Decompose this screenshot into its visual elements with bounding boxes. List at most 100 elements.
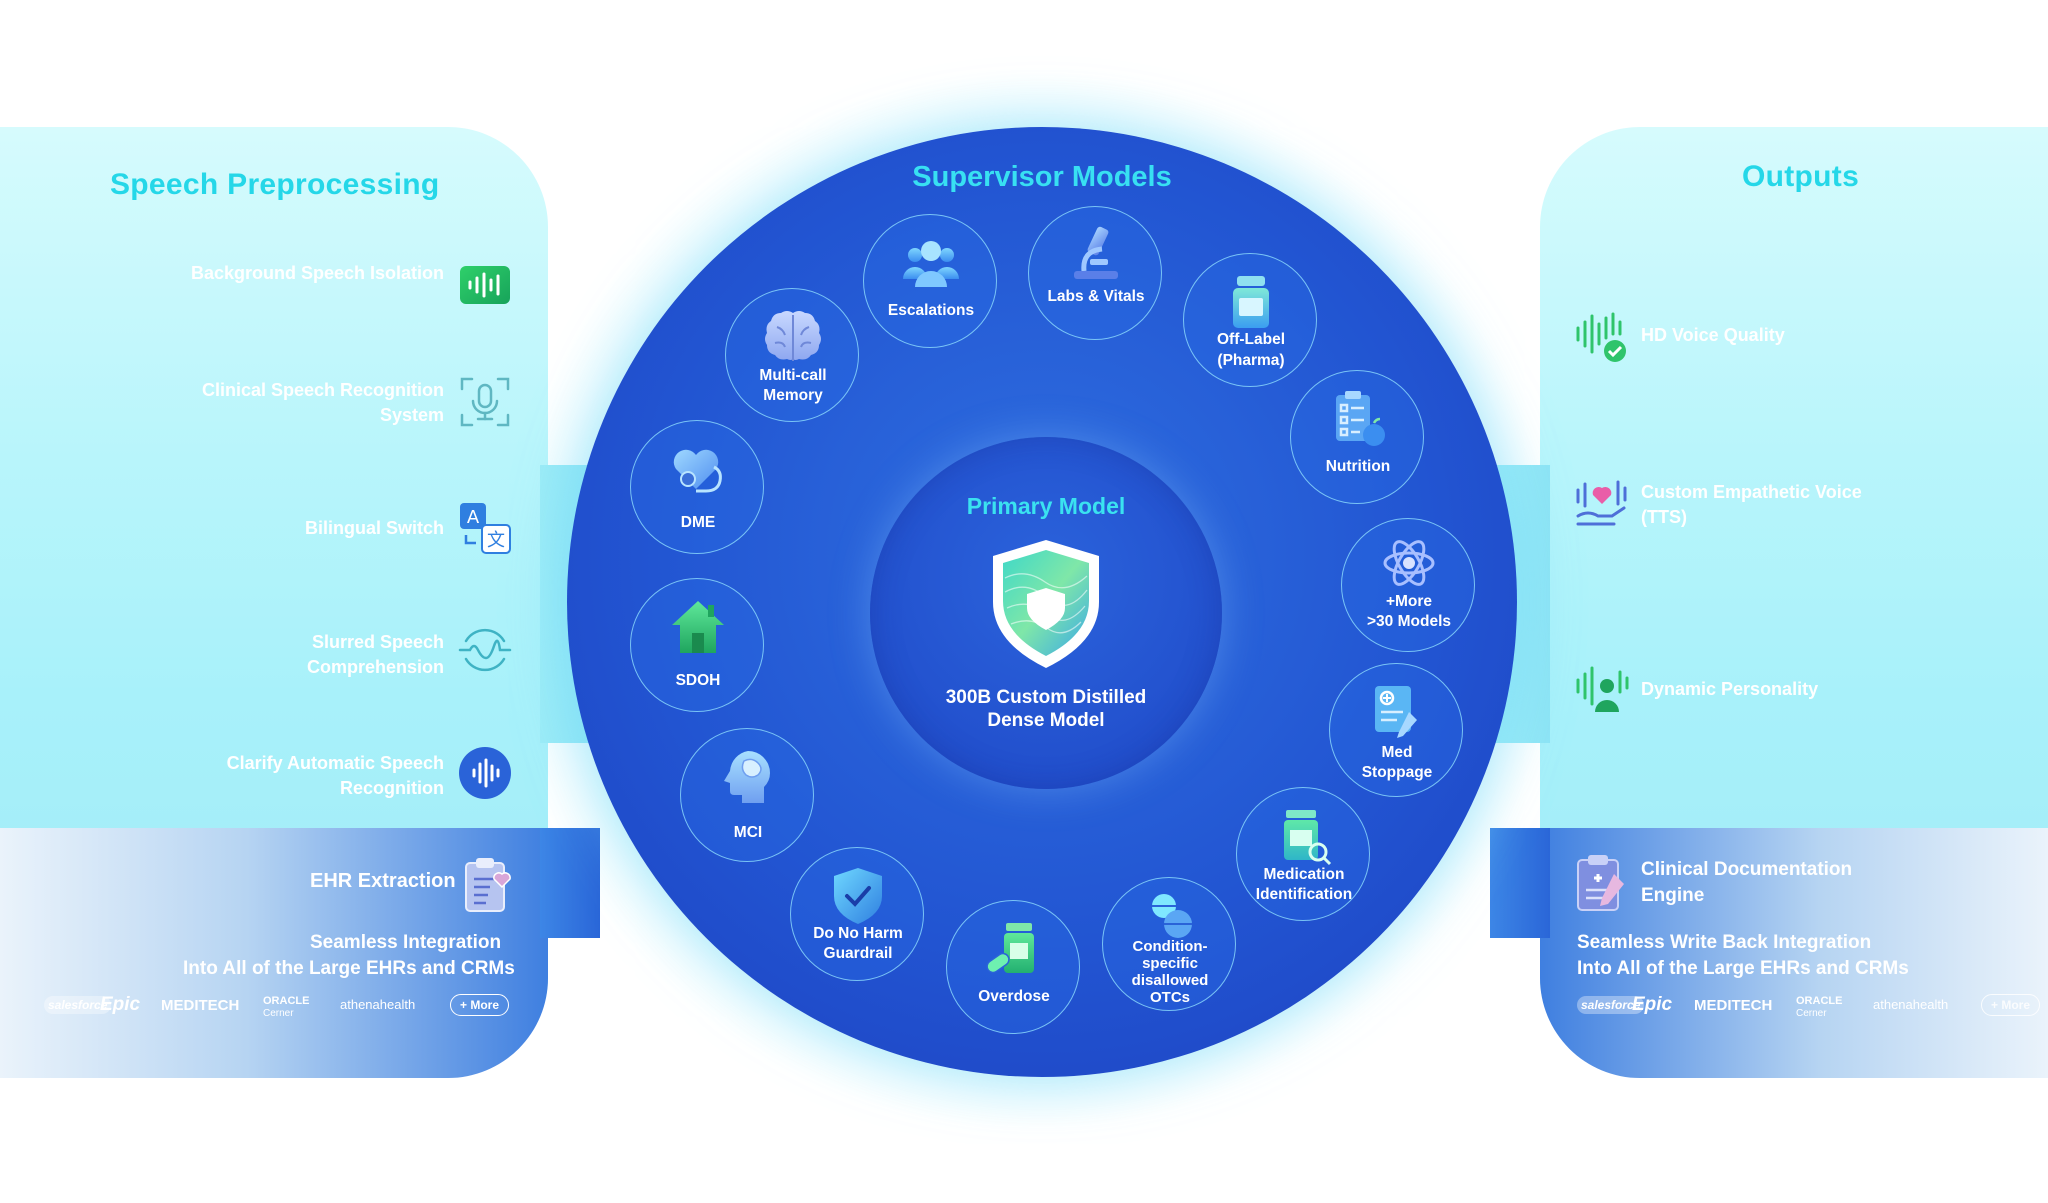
outputs-title: Outputs bbox=[1742, 160, 1860, 193]
pill-bottle-icon bbox=[1233, 276, 1269, 328]
node-nutrition[interactable]: Nutrition bbox=[1290, 370, 1424, 504]
primary-model-title: Primary Model bbox=[966, 493, 1126, 519]
atom-icon bbox=[1383, 540, 1435, 586]
node-label-line-2: Guardrail bbox=[823, 945, 893, 962]
voice-bars-icon bbox=[459, 747, 511, 799]
node-overdose[interactable]: Overdose bbox=[946, 900, 1080, 1034]
waveform-icon bbox=[460, 266, 510, 304]
documentation-panel bbox=[1540, 828, 2048, 1078]
logo-oracle: ORACLE bbox=[263, 995, 310, 1007]
node-med-stoppage[interactable]: Med Stoppage bbox=[1329, 663, 1463, 797]
node-label: Labs & Vitals bbox=[1047, 288, 1145, 305]
shield-check-icon bbox=[834, 868, 882, 924]
clipboard-medical-icon bbox=[1577, 855, 1624, 911]
logo-cerner: Cerner bbox=[263, 1008, 294, 1019]
ehr-extraction-panel bbox=[0, 828, 548, 1078]
node-label: Overdose bbox=[978, 988, 1050, 1005]
primary-model-line-2: Dense Model bbox=[987, 710, 1105, 731]
head-brain-icon bbox=[724, 751, 770, 803]
node-dme[interactable]: DME bbox=[630, 420, 764, 554]
logo-epic: Epic bbox=[1632, 994, 1673, 1015]
node-escalations[interactable]: Escalations bbox=[863, 214, 997, 348]
logo-oracle: ORACLE bbox=[1796, 995, 1843, 1007]
node-label-line-1: Med bbox=[1381, 744, 1413, 761]
documentation-line-2: Engine bbox=[1641, 885, 1705, 906]
node-label: DME bbox=[680, 514, 716, 531]
voice-check-icon bbox=[1576, 312, 1626, 362]
people-icon bbox=[903, 241, 959, 287]
primary-model-line-1: 300B Custom Distilled bbox=[945, 687, 1147, 708]
clipboard-apple-icon bbox=[1336, 391, 1385, 446]
node-sdoh[interactable]: SDOH bbox=[630, 578, 764, 712]
node-condition-otcs[interactable]: Condition- specific disallowed OTCs bbox=[1102, 877, 1236, 1011]
node-medication-identification[interactable]: Medication Identification bbox=[1236, 787, 1370, 921]
integration-line-1: Seamless Integration bbox=[310, 932, 502, 953]
pills-icon bbox=[1152, 894, 1192, 938]
node-do-no-harm[interactable]: Do No Harm Guardrail bbox=[790, 847, 924, 981]
node-label-line-1: +More bbox=[1385, 593, 1433, 610]
proc-item-label: Clarify Automatic Speech Recognition bbox=[226, 753, 444, 798]
node-label-line-2: (Pharma) bbox=[1217, 352, 1285, 369]
prescription-icon bbox=[1375, 686, 1417, 738]
logo-meditech: MEDITECH bbox=[161, 997, 240, 1014]
node-label-line-1: Medication bbox=[1263, 866, 1345, 883]
proc-item-label: Slurred Speech Comprehension bbox=[306, 632, 444, 677]
integration-line-2: Into All of the Large EHRs and CRMs bbox=[183, 958, 515, 979]
proc-item-label: Background Speech Isolation bbox=[190, 263, 444, 283]
microphone-icon bbox=[460, 377, 510, 427]
bottle-pills-icon bbox=[986, 923, 1034, 974]
node-multi-call-memory[interactable]: Multi-call Memory bbox=[725, 288, 859, 422]
more-integrations-button[interactable]: + More bbox=[450, 994, 510, 1016]
node-label: Nutrition bbox=[1325, 458, 1391, 475]
connector-band-low-right bbox=[1490, 828, 1550, 938]
svg-text:文: 文 bbox=[487, 530, 505, 551]
node-label-line-2: Memory bbox=[763, 387, 823, 404]
node-mci[interactable]: MCI bbox=[680, 728, 814, 862]
logo-athenahealth: athenahealth bbox=[340, 997, 416, 1012]
node-label-line-1: Multi-call bbox=[759, 367, 827, 384]
clipboard-heart-icon bbox=[465, 858, 511, 912]
shield-logo-icon bbox=[993, 540, 1099, 668]
brain-icon bbox=[765, 311, 821, 361]
proc-item-label: Bilingual Switch bbox=[304, 518, 444, 538]
microscope-icon bbox=[1074, 226, 1118, 279]
writeback-line-2: Into All of the Large EHRs and CRMs bbox=[1577, 958, 1909, 979]
more-integrations-button[interactable]: + More bbox=[1981, 994, 2041, 1016]
node-label-line-2: >30 Models bbox=[1367, 613, 1451, 630]
node-label-line-2: specific bbox=[1142, 955, 1198, 972]
translate-icon: A 文 bbox=[460, 503, 511, 554]
node-label-line-2: Identification bbox=[1255, 886, 1353, 903]
svg-text:A: A bbox=[467, 507, 480, 528]
logo-cerner: Cerner bbox=[1796, 1008, 1827, 1019]
node-labs-vitals[interactable]: Labs & Vitals bbox=[1028, 206, 1162, 340]
node-label-line-1: Off-Label bbox=[1216, 331, 1286, 348]
ehr-extraction-label: EHR Extraction bbox=[310, 870, 456, 892]
output-item-label: HD Voice Quality bbox=[1641, 325, 1785, 345]
logo-salesforce: salesforce bbox=[44, 996, 112, 1014]
node-label-line-2: Stoppage bbox=[1361, 764, 1433, 781]
documentation-line-1: Clinical Documentation bbox=[1641, 859, 1853, 880]
documentation-engine-label: Clinical Documentation Engine bbox=[1641, 857, 1901, 909]
primary-model-description: 300B Custom Distilled Dense Model bbox=[870, 686, 1222, 732]
medicine-jar-icon bbox=[1284, 810, 1332, 866]
voice-person-icon bbox=[1576, 666, 1629, 712]
logo-meditech: MEDITECH bbox=[1694, 997, 1773, 1014]
node-label-line-1: Do No Harm bbox=[813, 925, 903, 942]
voice-heart-icon bbox=[1576, 480, 1627, 526]
node-label-line-3: disallowed bbox=[1131, 972, 1209, 989]
proc-item-label: Clinical Speech Recognition System bbox=[201, 380, 444, 425]
connector-band-low-left bbox=[540, 828, 600, 938]
node-more-models[interactable]: +More >30 Models bbox=[1341, 518, 1475, 652]
node-label: Escalations bbox=[887, 302, 975, 319]
logo-epic: Epic bbox=[100, 994, 141, 1015]
node-label-line-4: OTCs bbox=[1149, 989, 1190, 1006]
node-off-label[interactable]: Off-Label (Pharma) bbox=[1183, 253, 1317, 387]
speech-preprocessing-title: Speech Preprocessing bbox=[110, 168, 440, 201]
node-label: SDOH bbox=[675, 672, 721, 689]
node-label-line-1: Condition- bbox=[1132, 938, 1208, 955]
primary-model-circle: Primary Model 300B Custom Distilled Dens… bbox=[870, 437, 1222, 789]
output-item-label: Dynamic Personality bbox=[1641, 679, 1819, 699]
writeback-line-1: Seamless Write Back Integration bbox=[1577, 932, 1872, 953]
output-item-label: Custom Empathetic Voice (TTS) bbox=[1641, 482, 1862, 527]
node-label: MCI bbox=[733, 824, 763, 841]
